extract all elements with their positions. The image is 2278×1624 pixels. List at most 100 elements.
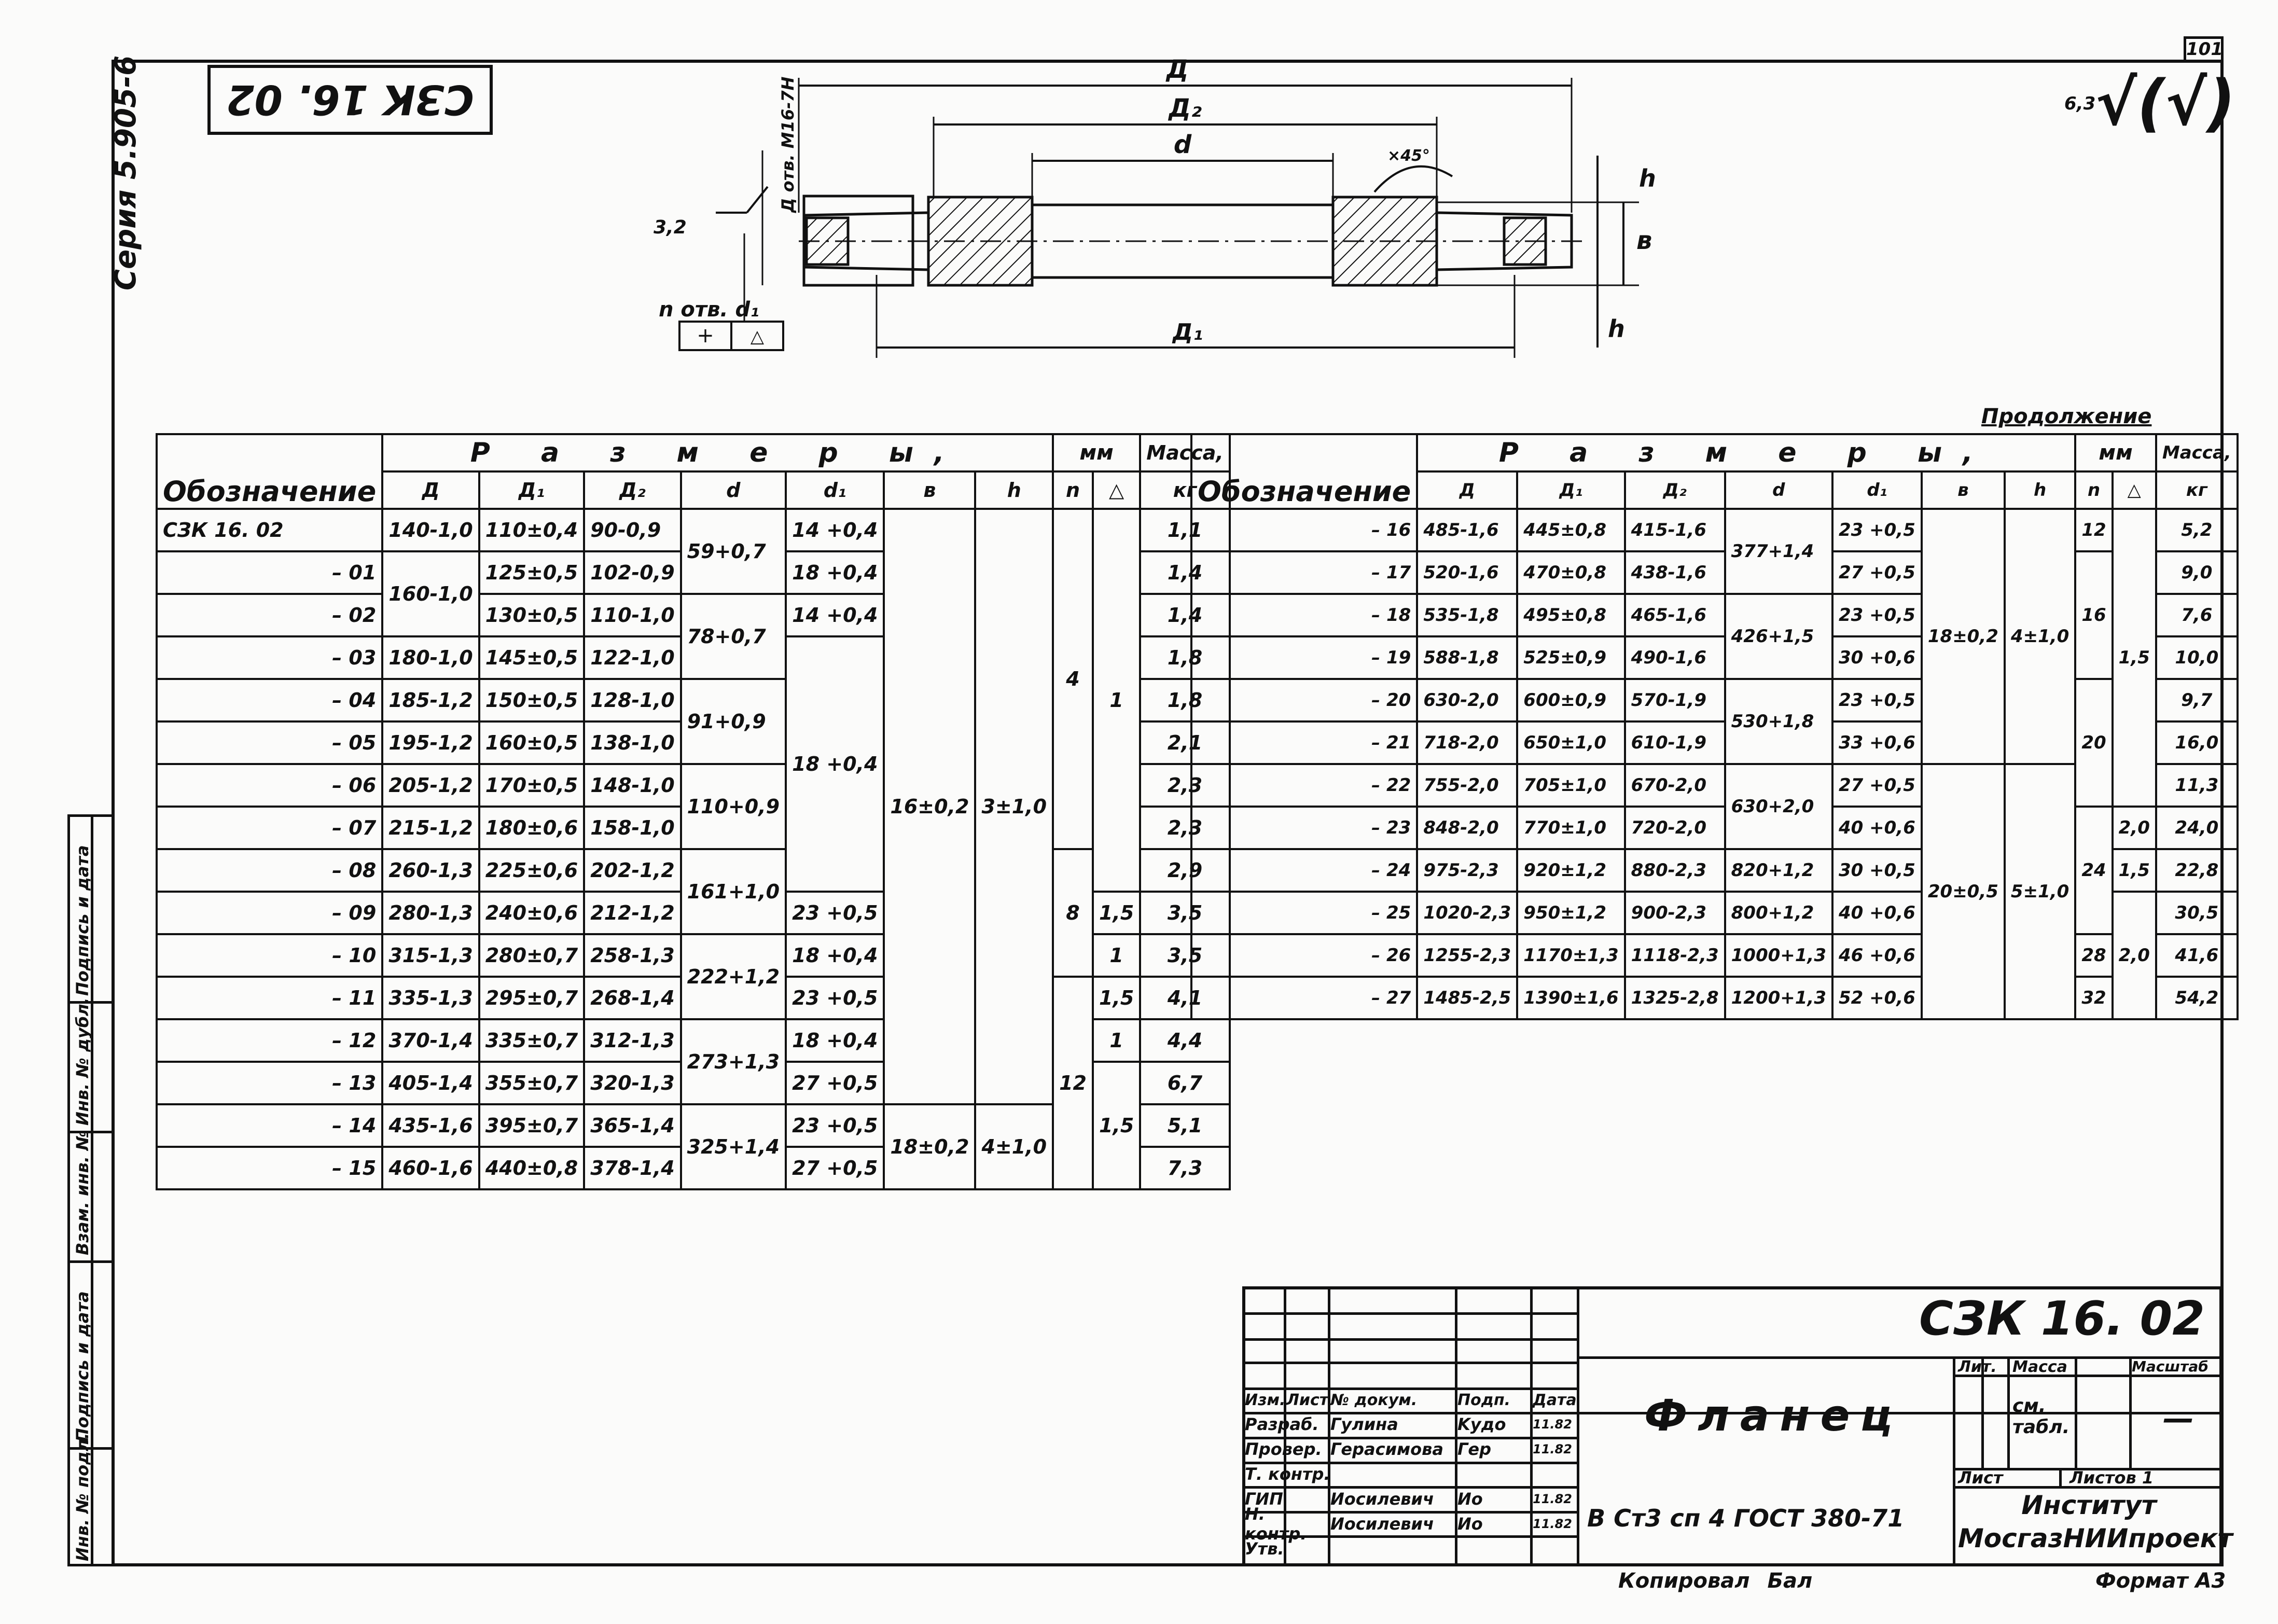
table-row: – 11 (155, 976, 384, 1020)
table-cell: 880-2,3 (1623, 848, 1726, 893)
table-cell: 1,5 (1091, 891, 1142, 935)
table-cell: 770±1,0 (1516, 806, 1626, 850)
thread-note: Д отв. М16-7Н (778, 76, 798, 213)
table-cell: 258-1,3 (583, 933, 682, 978)
dim-b: в (1636, 226, 1652, 255)
table-cell: 395±0,7 (478, 1103, 586, 1148)
table-row: – 16 (1190, 508, 1419, 552)
table-cell: 485-1,6 (1416, 508, 1519, 552)
table-row: – 04 (155, 678, 384, 723)
table-cell: 20±0,5 (1920, 763, 2006, 1020)
table-cell: d₁ (785, 470, 885, 510)
table-cell: 1,5 (1091, 976, 1142, 1020)
col-designation: Обозначение (155, 433, 384, 510)
strip-label-0: Инв. № подл. (73, 1433, 92, 1561)
table-cell: мм (2074, 433, 2157, 473)
continuation-label: Продолжение (1981, 405, 2152, 428)
table-cell: 215-1,2 (381, 806, 480, 850)
table-cell: 138-1,0 (583, 720, 682, 765)
table-cell: 435-1,6 (381, 1103, 480, 1148)
copied-signature: Бал (1767, 1569, 1813, 1593)
table-cell: 30 +0,6 (1831, 635, 1923, 680)
table-cell: 630-2,0 (1416, 678, 1519, 723)
strip-label-1: Подпись и дата (73, 1291, 92, 1442)
col-mm: мм (1052, 433, 1142, 473)
table-cell: 145±0,5 (478, 635, 586, 680)
copied-label: Копировал Бал (1618, 1569, 1813, 1593)
table-cell: 630+2,0 (1724, 763, 1834, 850)
table-cell: 18 +0,4 (785, 933, 885, 978)
table-cell: 20 (2074, 678, 2114, 808)
table-cell: 335±0,7 (478, 1018, 586, 1063)
table-cell: Д₂ (1623, 470, 1726, 510)
table-row: – 20 (1190, 678, 1419, 723)
table-cell: 18±0,2 (883, 1103, 977, 1190)
table-cell: 1 (1091, 508, 1142, 893)
table-cell: 426+1,5 (1724, 593, 1834, 680)
table-cell: 2,0 (2111, 806, 2157, 850)
table-cell: Д (1416, 470, 1519, 510)
table-cell: Р а з м е р ы, (1416, 433, 2077, 473)
dim-h: h (1639, 164, 1656, 192)
hdr-doc: № докум. (1330, 1391, 1418, 1409)
table-row: – 23 (1190, 806, 1419, 850)
table-cell: 110±0,4 (478, 508, 586, 552)
table-cell: 720-2,0 (1623, 806, 1726, 850)
dim-D1: Д₁ (1172, 319, 1203, 345)
table-row: – 10 (155, 933, 384, 978)
table-cell: 8 (1052, 848, 1094, 978)
table-cell: 18 +0,4 (785, 635, 885, 893)
table-cell: 520-1,6 (1416, 550, 1519, 595)
table-row: – 09 (155, 891, 384, 935)
table-cell: 14 +0,4 (785, 508, 885, 552)
table-cell: 490-1,6 (1623, 635, 1726, 680)
table-cell: 27 +0,5 (785, 1146, 885, 1190)
table-cell: 355±0,7 (478, 1061, 586, 1105)
table-cell: h (974, 470, 1054, 510)
org-name: Институт МосгазНИИпроект (1958, 1490, 2233, 1553)
table-cell: 3±1,0 (974, 508, 1054, 1105)
doc-code: СЗК 16. 02 (1919, 1292, 2205, 1346)
table-cell: Д (381, 470, 480, 510)
table-cell: 7,3 (1139, 1146, 1231, 1190)
table-cell: 365-1,4 (583, 1103, 682, 1148)
table-cell: 1,5 (2111, 848, 2157, 893)
table-row: – 12 (155, 1018, 384, 1063)
table-cell: 535-1,8 (1416, 593, 1519, 637)
table-cell: 54,2 (2155, 976, 2239, 1020)
table-cell: 4,4 (1139, 1018, 1231, 1063)
table-cell: 4±1,0 (974, 1103, 1054, 1190)
table-cell: 12 (1052, 976, 1094, 1190)
mass-label: Масса (2012, 1358, 2067, 1376)
table-row: – 03 (155, 635, 384, 680)
table-row: – 22 (1190, 763, 1419, 808)
table-cell: 2,0 (2111, 891, 2157, 1020)
table-cell: 670-2,0 (1623, 763, 1726, 808)
dim-D: Д (1165, 57, 1189, 84)
svg-text:+: + (697, 324, 714, 348)
code-upside-text: СЗК 16. 02 (226, 76, 474, 122)
table-cell: 415-1,6 (1623, 508, 1726, 552)
table-cell: 650±1,0 (1516, 720, 1626, 765)
hdr-izm: Изм. (1245, 1391, 1286, 1409)
svg-text:△: △ (751, 326, 765, 347)
table-row: – 06 (155, 763, 384, 808)
table-cell: 18 +0,4 (785, 550, 885, 595)
left-spec-table: Обозначение Р а з м е р ы, мм Масса, Д Д… (155, 433, 1231, 1190)
table-cell: 90-0,9 (583, 508, 682, 552)
table-cell: 40 +0,6 (1831, 806, 1923, 850)
table-cell: 405-1,4 (381, 1061, 480, 1105)
table-cell: 320-1,3 (583, 1061, 682, 1105)
table-cell: 24,0 (2155, 806, 2239, 850)
table-cell: 1255-2,3 (1416, 933, 1519, 978)
table-cell: 170±0,5 (478, 763, 586, 808)
table-cell: 16,0 (2155, 720, 2239, 765)
table-cell: кг (2155, 470, 2239, 510)
table-cell: 27 +0,5 (785, 1061, 885, 1105)
table-row: – 01 (155, 550, 384, 595)
table-cell: 525±0,9 (1516, 635, 1626, 680)
dim-h2: h (1608, 315, 1625, 343)
table-cell: 600±0,9 (1516, 678, 1626, 723)
table-cell: 180-1,0 (381, 635, 480, 680)
table-row: – 18 (1190, 593, 1419, 637)
